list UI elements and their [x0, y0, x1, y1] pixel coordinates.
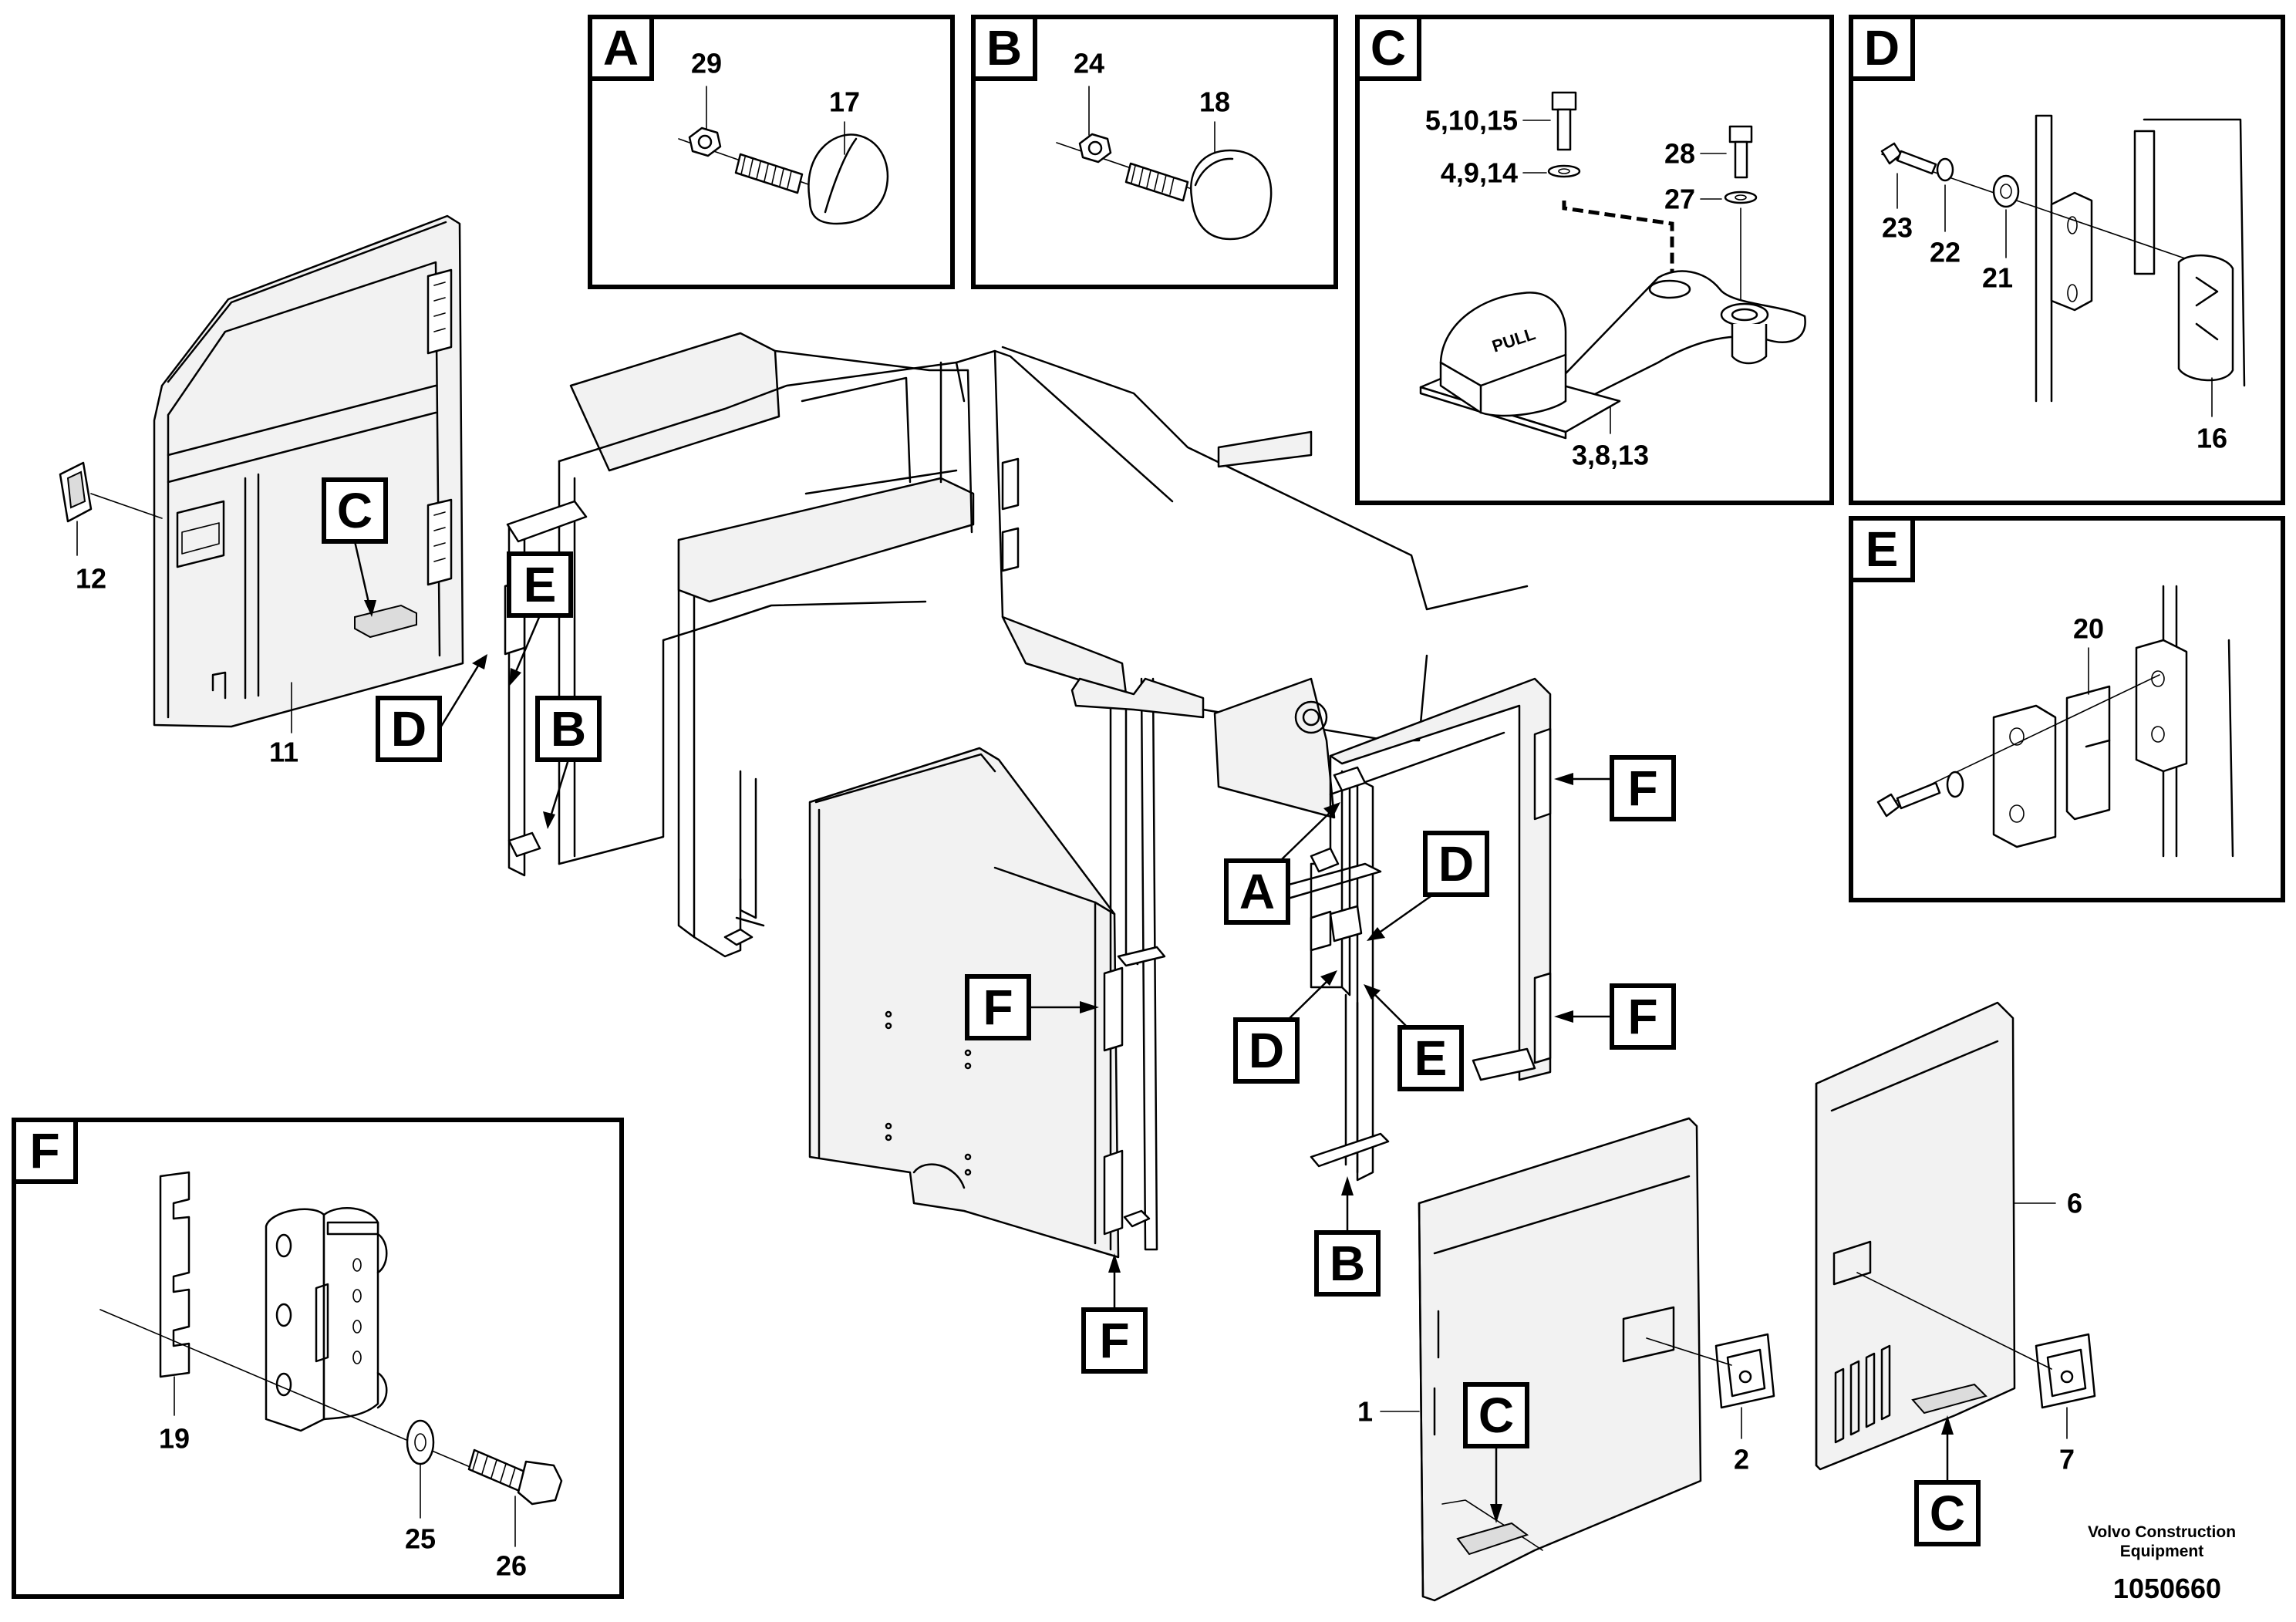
callout-tags: C E D B A D	[322, 477, 1981, 1546]
svg-text:D: D	[1438, 836, 1474, 892]
callout-e-frame-right: E	[1364, 984, 1464, 1091]
svg-text:B: B	[551, 701, 586, 757]
part-number-6: 6	[2067, 1188, 2082, 1219]
part-number-19: 19	[159, 1423, 190, 1455]
part-number-16: 16	[2197, 423, 2227, 454]
detail-panel-a: A 29 17	[588, 15, 955, 289]
callout-c-left-door: C	[322, 477, 388, 617]
panel-b-letter: B	[986, 20, 1022, 76]
svg-text:A: A	[1239, 864, 1275, 919]
detail-d-door-stop	[1880, 114, 2246, 403]
part-number-26: 26	[496, 1550, 527, 1582]
panel-f-letter: F	[29, 1123, 59, 1179]
svg-text:D: D	[391, 701, 426, 757]
footer: Volvo Construction Equipment 1050660	[2088, 1523, 2236, 1604]
callout-b-frame-right: B	[1314, 1176, 1381, 1297]
svg-text:E: E	[524, 557, 557, 612]
panel-a-letter: A	[603, 20, 639, 76]
part-number-29: 29	[691, 48, 722, 79]
credit-line-2: Equipment	[2120, 1543, 2204, 1560]
part-number-12: 12	[76, 563, 106, 595]
svg-text:F: F	[1627, 760, 1657, 816]
svg-text:C: C	[337, 483, 373, 538]
detail-a-nut-and-bolt	[678, 126, 889, 225]
callout-e-frame-left: E	[507, 551, 573, 686]
callout-c-front-door: C	[1463, 1382, 1529, 1523]
document-number: 1050660	[2113, 1573, 2221, 1604]
part-number-11: 11	[269, 737, 298, 768]
part-number-18: 18	[1199, 86, 1230, 118]
part-number-1: 1	[1357, 1396, 1373, 1428]
part-number-25: 25	[405, 1523, 436, 1555]
callout-c-rear-door: C	[1914, 1415, 1981, 1546]
detail-panel-c: C PULL	[1355, 15, 1834, 505]
callout-d-frame-right-upper: D	[1367, 831, 1489, 941]
rear-door-6: 6 7	[1815, 1001, 2096, 1475]
detail-b-nut-and-bolt	[1056, 133, 1273, 241]
panel-c-letter: C	[1371, 20, 1406, 76]
part-number-17: 17	[829, 86, 860, 118]
svg-text:C: C	[1930, 1485, 1965, 1541]
callout-f-frame-right-lower: F	[1554, 983, 1676, 1050]
front-door-1: 1 2	[1357, 1117, 1775, 1602]
detail-e-door-catch	[1876, 585, 2234, 858]
panel-e-letter: E	[1866, 521, 1899, 577]
left-door-assembly: 12 11	[59, 214, 464, 768]
part-number-27: 27	[1664, 184, 1695, 215]
detail-panel-d: D 23 22 21 16	[1849, 15, 2285, 505]
callout-a: A	[1224, 802, 1340, 925]
callout-f-side-panel-lower: F	[1081, 1253, 1148, 1374]
part-number-28: 28	[1664, 138, 1695, 170]
detail-panel-e: E 20	[1849, 516, 2285, 902]
svg-text:F: F	[983, 980, 1013, 1035]
part-number-7: 7	[2059, 1444, 2075, 1475]
callout-d-frame-left: D	[376, 654, 487, 762]
callout-b-frame-left: B	[535, 696, 602, 829]
callout-f-side-panel: F	[965, 974, 1099, 1040]
credit-line-1: Volvo Construction	[2088, 1523, 2236, 1541]
part-number-2: 2	[1734, 1444, 1749, 1475]
side-panel	[808, 747, 1151, 1259]
part-number-4-9-14: 4,9,14	[1441, 157, 1518, 189]
svg-text:F: F	[1627, 989, 1657, 1044]
svg-text:F: F	[1099, 1313, 1129, 1368]
part-number-3-8-13: 3,8,13	[1572, 440, 1649, 471]
svg-text:D: D	[1249, 1023, 1284, 1078]
detail-panel-f: F 19 25 26	[12, 1118, 624, 1599]
part-number-21: 21	[1982, 262, 2013, 294]
cab-frame	[504, 332, 1552, 1251]
part-number-22: 22	[1930, 237, 1961, 268]
callout-f-frame-right-upper: F	[1554, 755, 1676, 821]
part-number-23: 23	[1882, 212, 1913, 244]
part-number-5-10-15: 5,10,15	[1425, 105, 1518, 137]
callout-d-frame-right-lower: D	[1233, 970, 1337, 1084]
svg-text:B: B	[1330, 1236, 1365, 1291]
part-number-24: 24	[1074, 48, 1104, 79]
part-number-20: 20	[2073, 613, 2104, 645]
detail-f-hinge	[99, 1171, 563, 1506]
panel-d-letter: D	[1864, 20, 1900, 76]
detail-c-latch-assembly: PULL	[1419, 91, 1806, 440]
svg-text:E: E	[1414, 1030, 1448, 1086]
svg-text:C: C	[1478, 1388, 1514, 1443]
detail-panel-b: B 24 18	[971, 15, 1338, 289]
